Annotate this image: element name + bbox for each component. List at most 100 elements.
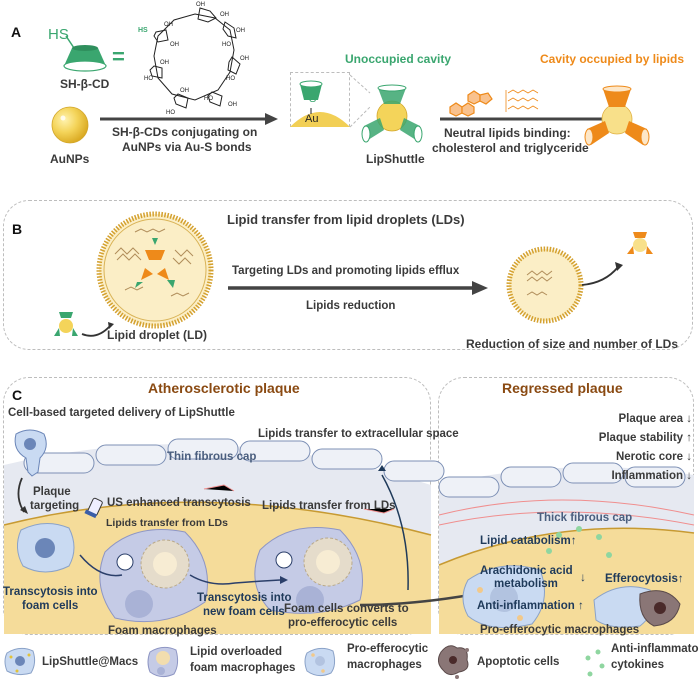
legend-label-lipshuttle: LipShuttle@Macs	[42, 656, 139, 668]
arachidonic-down-arrow-icon: ↓	[580, 570, 586, 584]
us-transcytosis-label: US enhanced transcytosis	[107, 497, 251, 509]
hs-label: HS	[48, 26, 69, 43]
inset-au-label: Au	[305, 113, 319, 125]
reduction-size-label: Reduction of size and number of LDs	[466, 337, 679, 351]
au-s-bond-drawing	[290, 80, 350, 127]
thin-cap-label: Thin fibrous cap	[167, 451, 257, 463]
efferocytosis-label: Efferocytosis↑	[605, 573, 684, 585]
down-arrow-icon: ↓	[686, 413, 692, 425]
legend-label-foam-2: foam macrophages	[190, 662, 296, 674]
transcytosis-foam-1: Transcytosis into	[3, 586, 98, 598]
transcytosis-new-1: Transcytosis into	[197, 592, 292, 604]
targeting-lds-label: Targeting LDs and promoting lipids efflu…	[232, 265, 460, 277]
foam-macrophage-2	[254, 527, 363, 614]
svg-text:OH: OH	[170, 42, 179, 48]
lipshuttle-macs-icon	[4, 647, 36, 676]
outcome-item: Plaque stability ↑	[598, 432, 692, 444]
outcome-item: Plaque area ↓	[618, 413, 692, 425]
panel-a-letter: A	[11, 24, 22, 40]
ultrasound-probe-icon[interactable]	[84, 495, 105, 520]
up-arrow-icon: ↑	[570, 535, 577, 547]
efferocytosis-cells	[593, 586, 681, 628]
lipshuttle-icon	[361, 84, 423, 143]
lipids-transfer-ld-label-2: Lipids transfer from LDs	[262, 500, 396, 512]
pro-efferocytic-macrophage	[462, 565, 545, 629]
up-arrow-icon: ↑	[677, 573, 684, 585]
cytokine-icon	[585, 649, 605, 677]
lipid-droplet-small	[506, 246, 623, 324]
lipid-droplet-label: Lipid droplet (LD)	[107, 328, 207, 342]
outcome-item: Inflammation ↓	[611, 470, 692, 482]
panel-b-letter: B	[12, 221, 23, 237]
convert-label-1: Foam cells converts to	[284, 603, 409, 615]
svg-text:HO: HO	[222, 42, 231, 48]
anti-inflammation-label: Anti-inflammation ↑	[477, 600, 584, 612]
plaque-targeting-2: targeting	[30, 500, 80, 512]
lipshuttle-occupied-icon	[584, 85, 650, 146]
lipid-molecules-icon	[449, 89, 539, 117]
binding-text-2: cholesterol and triglyceride	[432, 141, 589, 155]
delivery-label: Cell-based targeted delivery of LipShutt…	[8, 407, 235, 419]
panel-b-title: Lipid transfer from lipid droplets (LDs)	[227, 212, 465, 227]
lipid-catabolism-label: Lipid catabolism↑	[480, 535, 577, 547]
regressed-title: Regressed plaque	[502, 380, 623, 396]
lipshuttle-label: LipShuttle	[366, 152, 425, 166]
lipshuttle-entering-icon	[54, 312, 114, 337]
svg-text:OH: OH	[228, 102, 237, 108]
outcomes-list: Plaque area ↓ Plaque stability ↑ Nerotic…	[560, 410, 692, 486]
cyclodextrin-cone-icon	[63, 35, 107, 72]
arachidonic-label-2: metabolism	[494, 578, 558, 590]
lipid-efflux-arrow	[228, 281, 488, 295]
gold-nanoparticle-icon	[51, 106, 89, 144]
svg-text:OH: OH	[180, 88, 189, 94]
thick-cap-label: Thick fibrous cap	[537, 512, 633, 524]
conjugation-arrow	[100, 113, 278, 125]
extracellular-label: Lipids transfer to extracellular space	[258, 428, 459, 440]
foam-macrophage-1	[99, 529, 208, 623]
pro-efferocytic-icon	[304, 647, 336, 677]
down-arrow-icon: ↓	[686, 470, 692, 482]
up-arrow-icon: ↑	[577, 600, 584, 612]
conjugation-text-2: AuNPs via Au-S bonds	[122, 140, 252, 154]
macrophage-cell-icon	[17, 523, 75, 573]
lipshuttle-loaded-icon	[627, 232, 653, 254]
legend-label-pro-2: macrophages	[347, 659, 422, 671]
foam-macrophage-icon	[147, 646, 179, 678]
plaque-targeting-1: Plaque	[33, 486, 71, 498]
apoptotic-cell-icon	[437, 645, 469, 679]
inset-zoom-lines	[349, 74, 371, 128]
legend-label-apoptotic: Apoptotic cells	[477, 656, 560, 668]
lipids-transfer-ld-label-1: Lipids transfer from LDs	[106, 517, 228, 529]
unoccupied-cavity-label: Unoccupied cavity	[345, 52, 452, 66]
up-arrow-icon: ↑	[686, 432, 692, 444]
svg-text:HO: HO	[144, 76, 153, 82]
binding-text-1: Neutral lipids binding:	[444, 126, 571, 140]
transcytosis-arrows	[79, 554, 288, 585]
equals-sign: =	[112, 44, 125, 69]
inset-s-label: S	[309, 93, 317, 105]
panel-c-letter: C	[12, 387, 23, 403]
extracellular-arrow	[359, 465, 471, 607]
outcome-item: Nerotic core ↓	[615, 451, 692, 463]
svg-text:HO: HO	[226, 76, 235, 82]
svg-text:OH: OH	[220, 12, 229, 18]
legend-label-foam-1: Lipid overloaded	[190, 646, 283, 658]
svg-text:HO: HO	[204, 96, 213, 102]
svg-text:OH: OH	[160, 60, 169, 66]
svg-text:OH: OH	[164, 22, 173, 28]
foam-macrophages-label: Foam macrophages	[108, 625, 217, 637]
lipshuttle-macrophage-icon	[14, 429, 47, 477]
svg-text:OH: OH	[240, 56, 249, 62]
lipids-reduction-label: Lipids reduction	[306, 300, 396, 312]
panel-b-frame	[3, 200, 693, 350]
transcytosis-foam-2: foam cells	[22, 600, 79, 612]
targeting-arrow	[17, 477, 28, 514]
aunps-label: AuNPs	[50, 152, 90, 166]
svg-text:HO: HO	[166, 110, 175, 116]
convert-label-2: pro-efferocytic cells	[288, 617, 398, 629]
occupied-cavity-label: Cavity occupied by lipids	[540, 52, 685, 66]
down-arrow-icon: ↓	[686, 451, 692, 463]
transcytosis-new-2: new foam cells	[203, 606, 285, 618]
conjugation-text-1: SH-β-CDs conjugating on	[112, 125, 258, 139]
